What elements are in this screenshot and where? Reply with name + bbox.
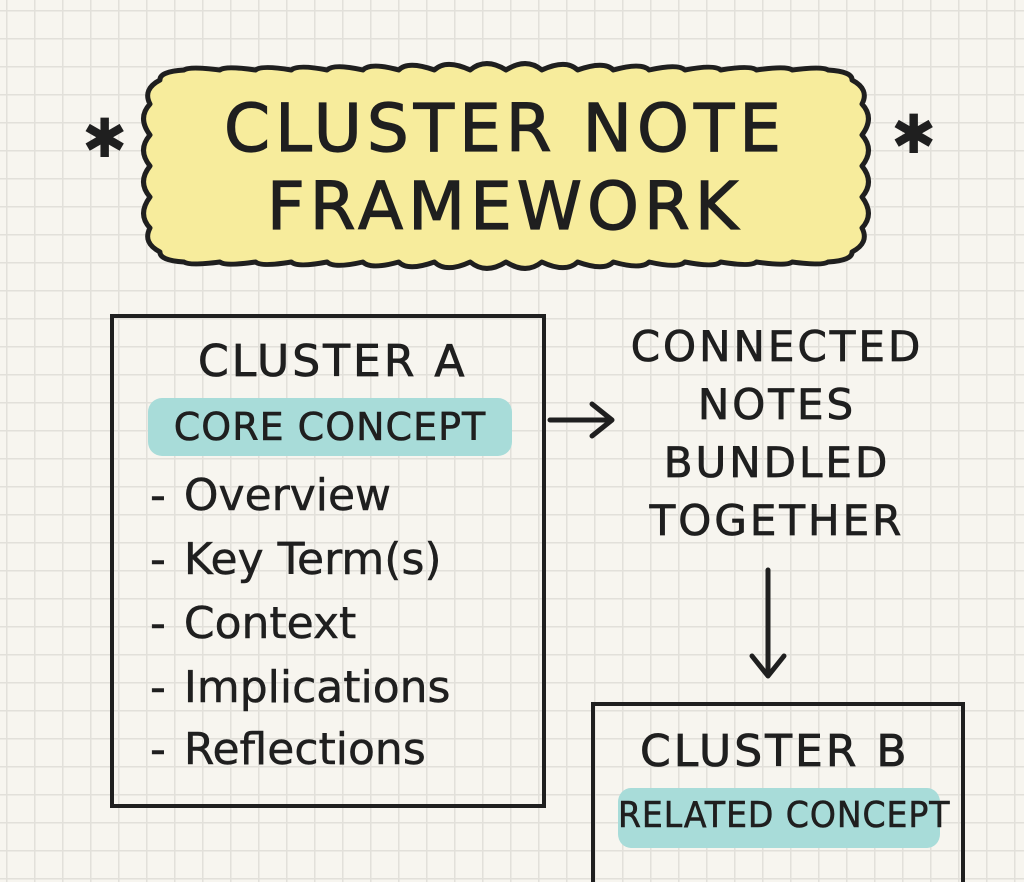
- bullet-dash: -: [150, 662, 166, 713]
- list-item: -Context: [150, 601, 357, 646]
- arrow-right-icon: [547, 401, 615, 439]
- bullet-dash: -: [150, 598, 166, 649]
- asterisk-icon: ✱: [891, 103, 937, 166]
- bullet-dash: -: [150, 724, 166, 775]
- title-line-2: FRAMEWORK: [266, 168, 744, 245]
- list-item: -Reflections: [150, 727, 426, 772]
- cluster-b-title: CLUSTER B: [640, 726, 910, 777]
- list-item-label: Implications: [183, 662, 451, 713]
- connector-text-line: BUNDLED: [663, 438, 891, 487]
- cluster-b-tag: RELATED CONCEPT: [618, 788, 950, 848]
- asterisk-icon: ✱: [82, 107, 128, 170]
- cluster-b-box: [591, 702, 965, 882]
- cluster-a-title: CLUSTER A: [198, 336, 468, 387]
- arrow-down-icon: [749, 567, 787, 679]
- connector-text-line: CONNECTED: [630, 322, 924, 371]
- cluster-a-box: [110, 314, 546, 808]
- list-item-label: Overview: [183, 470, 392, 521]
- title-bubble: [141, 61, 871, 271]
- connector-text-line: TOGETHER: [649, 496, 905, 545]
- list-item-label: Context: [183, 598, 357, 649]
- bullet-dash: -: [150, 470, 166, 521]
- list-item-label: Reflections: [183, 724, 426, 775]
- list-item: -Key Term(s): [150, 537, 442, 582]
- title-line-1: CLUSTER NOTE: [223, 90, 786, 167]
- title-bubble-outline: [141, 61, 871, 271]
- cluster-a-tag: CORE CONCEPT: [148, 398, 512, 456]
- bullet-dash: -: [150, 534, 166, 585]
- connector-text-line: NOTES: [697, 380, 857, 429]
- list-item: -Implications: [150, 665, 451, 710]
- list-item-label: Key Term(s): [183, 534, 442, 585]
- list-item: -Overview: [150, 473, 392, 518]
